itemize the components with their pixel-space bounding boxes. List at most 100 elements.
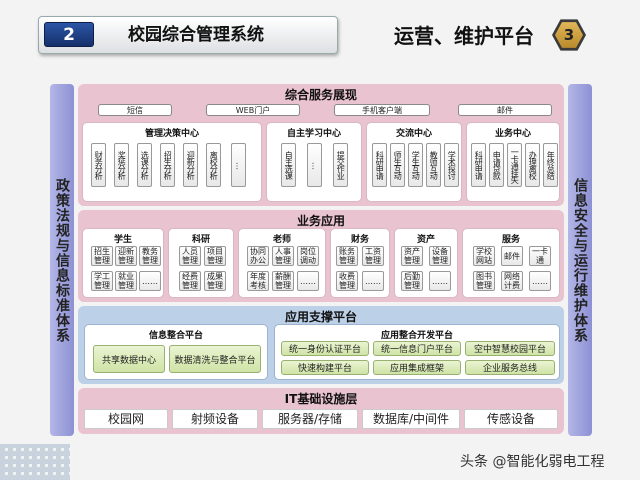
channel-sms: 短信 (98, 104, 172, 116)
center-business-title: 业务中心 (494, 129, 531, 139)
center-cell: 提交作业 (333, 143, 348, 187)
app-item: 快速构建平台 (281, 360, 369, 375)
center-cell: 年终总结 (543, 143, 558, 187)
group-cell: 迎新管理 (115, 246, 137, 266)
grid-decoration (0, 444, 70, 480)
channel-email: 邮件 (458, 104, 552, 116)
group-teachers: 老师 协同办公 人事管理 岗位调动 年度考核 薪酬管理 …… (238, 228, 326, 298)
center-cell: 迎新分析 (183, 143, 198, 187)
center-cell: 学术探讨 (444, 143, 459, 187)
hexagon-badge: 3 (555, 22, 583, 48)
group-cell: 就业管理 (115, 271, 137, 291)
group-cell: 工资管理 (362, 246, 384, 266)
center-learning: 自主学习中心 自主选课 … 提交作业 (266, 122, 362, 202)
group-students-title: 学生 (113, 235, 132, 245)
left-pillar: 政策法规与信息标准体系 (50, 84, 74, 436)
group-cell: 薪酬管理 (272, 271, 294, 291)
group-cell: 经费管理 (179, 271, 201, 291)
center-cell: 办理离校 (525, 143, 540, 187)
center-learning-title: 自主学习中心 (286, 129, 341, 139)
channel-mobile: 手机客户端 (334, 104, 430, 116)
infra-item: 数据库/中间件 (362, 409, 460, 429)
group-cell: 人员管理 (179, 246, 201, 266)
group-cell: 邮件 (501, 246, 523, 266)
group-cell: …… (362, 271, 384, 291)
center-cell: 自主选课 (281, 143, 296, 187)
business-layer-title: 业务应用 (296, 214, 345, 228)
shared-data-center: 共享数据中心 (93, 345, 165, 373)
infra-item: 射频设备 (172, 409, 258, 429)
group-cell: 项目管理 (204, 246, 226, 266)
group-finance-title: 财务 (350, 235, 369, 245)
center-cell: 师生互动 (390, 143, 405, 187)
left-pillar-label: 政策法规与信息标准体系 (54, 177, 70, 343)
group-cell: 年度考核 (247, 271, 269, 291)
infra-layer-title: IT基础设施层 (284, 392, 358, 406)
group-cell: 图书管理 (473, 271, 495, 291)
group-cell: 收费管理 (336, 271, 358, 291)
infra-item: 服务器/存储 (262, 409, 358, 429)
group-cell: 协同办公 (247, 246, 269, 266)
center-cell: 招生分析 (160, 143, 175, 187)
center-cell: 教师互动 (426, 143, 441, 187)
center-cell: 申请贷款 (489, 143, 504, 187)
page-title: 校园综合管理系统 (128, 25, 264, 45)
group-cell: 后勤管理 (401, 271, 423, 291)
infra-item: 传感设备 (464, 409, 558, 429)
app-item: 空中智慧校园平台 (465, 341, 555, 356)
support-layer-title: 应用支撑平台 (284, 310, 357, 324)
center-exchange: 交流中心 科研申请 师生互动 学生互动 教师互动 学术探讨 (366, 122, 462, 202)
group-cell: 资产管理 (401, 246, 423, 266)
group-cell: 账务管理 (336, 246, 358, 266)
app-item: 应用集成框架 (373, 360, 461, 375)
data-cleansing-platform: 数据清洗与整合平台 (169, 345, 261, 373)
center-cell: 离校分析 (206, 143, 221, 187)
center-cell: … (231, 143, 246, 187)
group-students: 学生 招生管理 迎新管理 教务管理 学工管理 就业管理 …… (82, 228, 164, 298)
group-cell: 网络计费 (501, 271, 523, 291)
group-assets: 资产 资产管理 设备管理 后勤管理 …… (394, 228, 458, 298)
app-item: 统一信息门户平台 (373, 341, 461, 356)
app-integration-panel: 应用整合开发平台 统一身份认证平台 统一信息门户平台 空中智慧校园平台 快速构建… (274, 324, 560, 380)
watermark: 头条 @智能化弱电工程 (460, 454, 605, 470)
group-research-title: 科研 (191, 235, 210, 245)
service-layer-title: 综合服务展现 (284, 88, 357, 102)
center-cell: 一卡通挂失 (507, 143, 522, 187)
center-cell: … (307, 143, 322, 187)
center-cell: 选课分析 (137, 143, 152, 187)
center-decision: 管理决策中心 财务分析 奖惩分析 选课分析 招生分析 迎新分析 离校分析 … (82, 122, 262, 202)
group-cell: 人事管理 (272, 246, 294, 266)
group-cell: 岗位调动 (297, 246, 319, 266)
info-integration-title: 信息整合平台 (148, 331, 203, 341)
right-pillar: 信息安全与运行维护体系 (568, 84, 592, 436)
group-cell: 学工管理 (91, 271, 113, 291)
infra-item: 校园网 (84, 409, 168, 429)
center-business: 业务中心 科研申请 申请贷款 一卡通挂失 办理离校 年终总结 (466, 122, 560, 202)
center-cell: 科研申请 (471, 143, 486, 187)
group-cell: …… (529, 271, 551, 291)
group-cell: 设备管理 (429, 246, 451, 266)
group-services: 服务 学校网站 邮件 一卡通 图书管理 网络计费 …… (462, 228, 560, 298)
app-item: 企业服务总线 (465, 360, 555, 375)
center-cell: 科研申请 (372, 143, 387, 187)
group-cell: 教务管理 (139, 246, 161, 266)
group-cell: 成果管理 (204, 271, 226, 291)
group-finance: 财务 账务管理 工资管理 收费管理 …… (330, 228, 390, 298)
group-cell: …… (429, 271, 451, 291)
app-integration-title: 应用整合开发平台 (380, 331, 453, 341)
info-integration-panel: 信息整合平台 共享数据中心 数据清洗与整合平台 (84, 324, 268, 380)
group-research: 科研 人员管理 项目管理 经费管理 成果管理 (168, 228, 234, 298)
group-cell: 一卡通 (529, 246, 551, 266)
center-cell: 学生互动 (408, 143, 423, 187)
group-cell: …… (139, 271, 161, 291)
center-cell: 奖惩分析 (114, 143, 129, 187)
group-cell: …… (297, 271, 319, 291)
center-cell: 财务分析 (91, 143, 106, 187)
right-pillar-label: 信息安全与运行维护体系 (572, 177, 588, 343)
center-exchange-title: 交流中心 (395, 129, 432, 139)
support-layer: 应用支撑平台 信息整合平台 共享数据中心 数据清洗与整合平台 应用整合开发平台 … (78, 306, 564, 384)
group-cell: 招生管理 (91, 246, 113, 266)
group-assets-title: 资产 (416, 235, 435, 245)
section-number-badge: 2 (44, 22, 94, 47)
group-teachers-title: 老师 (272, 235, 291, 245)
